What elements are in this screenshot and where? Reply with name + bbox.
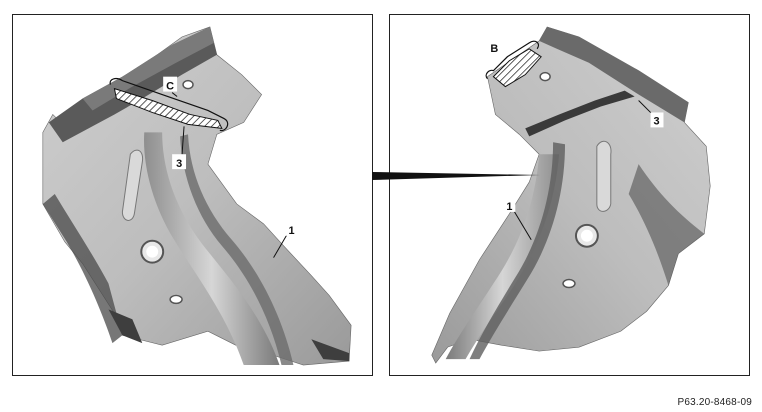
right-upper-flange bbox=[539, 26, 689, 123]
left-small-hole-top bbox=[182, 79, 194, 90]
right-seam-strip bbox=[525, 90, 635, 137]
callout-1-right: 1 bbox=[506, 201, 512, 213]
right-seam-bracket bbox=[485, 40, 540, 80]
left-seam-bracket bbox=[109, 77, 229, 132]
left-view-panel: C 3 1 bbox=[12, 14, 373, 376]
right-curved-rib bbox=[445, 154, 560, 360]
figure-reference: P63.20-8468-09 bbox=[677, 397, 752, 408]
left-part-illustration: C 3 1 bbox=[42, 26, 352, 366]
left-curved-rib bbox=[144, 132, 280, 366]
right-small-hole-bottom bbox=[562, 278, 576, 289]
view-connector-wedge bbox=[372, 172, 540, 180]
right-view-panel: B 3 1 bbox=[389, 14, 750, 376]
right-seam-hatch bbox=[492, 48, 542, 88]
callout-3-left: 3 bbox=[176, 158, 182, 170]
left-small-hole-bottom bbox=[169, 294, 183, 305]
callout-3-right: 3 bbox=[654, 115, 660, 127]
left-oblong-slot bbox=[121, 149, 144, 221]
right-small-hole-top bbox=[539, 71, 551, 82]
right-part-illustration: B 3 1 bbox=[431, 26, 711, 364]
left-seam-hatch bbox=[113, 87, 223, 129]
callout-c: C bbox=[166, 81, 174, 93]
callout-1-left: 1 bbox=[288, 225, 294, 237]
right-panel-body bbox=[431, 26, 711, 364]
callout-b: B bbox=[490, 43, 498, 55]
right-oblong-slot bbox=[596, 140, 612, 212]
